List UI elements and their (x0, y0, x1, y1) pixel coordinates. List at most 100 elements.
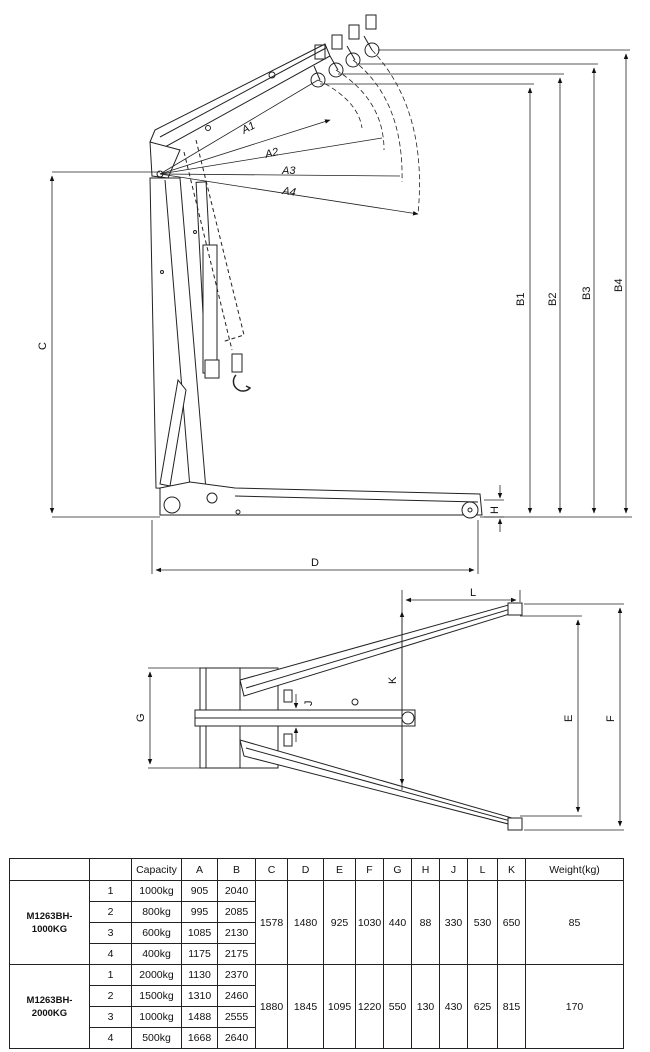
spec-table: Capacity A B C D E F G H J L K Weight(kg… (9, 858, 624, 1049)
boom (149, 43, 331, 148)
model-name-line: 1000KG (31, 923, 68, 935)
a-cell: 905 (181, 880, 218, 902)
a-cell: 1085 (181, 922, 218, 944)
label-f: F (605, 715, 617, 722)
l-cell: 625 (467, 964, 498, 1049)
label-l: L (470, 587, 476, 599)
header-k: K (497, 858, 526, 881)
label-b3: B3 (581, 287, 593, 300)
f-cell: 1030 (355, 880, 384, 965)
boom-tip-hooks (310, 14, 380, 88)
hook-icon (328, 62, 344, 78)
side-view (49, 14, 632, 574)
a-cell: 1130 (181, 964, 218, 986)
h-cell: 130 (411, 964, 440, 1049)
header-d: D (287, 858, 324, 881)
header-cell (9, 858, 90, 881)
crane-drawing: A1 A2 A3 A4 B1 B2 B3 B4 C D H (37, 14, 632, 831)
weight-cell: 170 (525, 964, 624, 1049)
e-cell: 925 (323, 880, 356, 965)
e-cell: 1095 (323, 964, 356, 1049)
reach-rays (159, 79, 419, 216)
j-cell: 330 (439, 880, 468, 965)
model-name: M1263BH-2000KG (9, 964, 90, 1049)
label-b1: B1 (515, 293, 527, 306)
label-b2: B2 (547, 293, 559, 306)
header-h: H (411, 858, 440, 881)
table-row: 3 600kg 1085 2130 (10, 922, 624, 944)
g-cell: 440 (383, 880, 412, 965)
model-name-line: M1263BH- (26, 910, 73, 922)
plan-view (147, 590, 624, 831)
model-name: M1263BH-1000KG (9, 880, 90, 965)
table-row: 4 500kg 1668 2640 (10, 1027, 624, 1049)
d-cell: 1480 (287, 880, 324, 965)
c-cell: 1880 (255, 964, 288, 1049)
table-row: M1263BH-2000KG 1 2000kg 1130 2370 1880 1… (9, 964, 624, 1049)
position-cell: 4 (89, 943, 132, 965)
weight-cell: 85 (525, 880, 624, 965)
header-cell (89, 858, 132, 881)
capacity-cell: 1000kg (131, 1006, 182, 1028)
hook-icon (345, 52, 361, 68)
header-b: B (217, 858, 256, 881)
label-e: E (563, 715, 575, 722)
label-h: H (489, 506, 501, 514)
label-d: D (311, 557, 319, 569)
b-cell: 2370 (217, 964, 256, 986)
label-a1: A1 (239, 120, 257, 137)
a-cell: 1175 (181, 943, 218, 965)
position-cell: 2 (89, 985, 132, 1007)
d-cell: 1845 (287, 964, 324, 1049)
header-a: A (181, 858, 218, 881)
capacity-cell: 500kg (131, 1027, 182, 1049)
label-a4: A4 (281, 185, 297, 199)
hook-icon (310, 72, 326, 88)
c-cell: 1578 (255, 880, 288, 965)
f-cell: 1220 (355, 964, 384, 1049)
capacity-cell: 800kg (131, 901, 182, 923)
k-cell: 650 (497, 880, 526, 965)
b-cell: 2175 (217, 943, 256, 965)
position-cell: 1 (89, 880, 132, 902)
header-capacity: Capacity (131, 858, 182, 881)
header-weight: Weight(kg) (525, 858, 624, 881)
b-cell: 2040 (217, 880, 256, 902)
label-j: J (303, 701, 315, 707)
position-cell: 1 (89, 964, 132, 986)
a-cell: 1310 (181, 985, 218, 1007)
b-cell: 2555 (217, 1006, 256, 1028)
table-row: M1263BH-1000KG 1 1000kg 905 2040 1578 14… (9, 880, 624, 965)
position-cell: 3 (89, 1006, 132, 1028)
a-cell: 995 (181, 901, 218, 923)
upper-leg (239, 603, 517, 697)
a-cell: 1668 (181, 1027, 218, 1049)
label-a2: A2 (263, 146, 280, 161)
b-cell: 2460 (217, 985, 256, 1007)
b-cell: 2085 (217, 901, 256, 923)
j-cell: 430 (439, 964, 468, 1049)
header-l: L (467, 858, 498, 881)
capacity-cell: 2000kg (131, 964, 182, 986)
label-g: G (135, 713, 147, 722)
model-name-line: 2000KG (31, 1007, 68, 1019)
capacity-cell: 400kg (131, 943, 182, 965)
h-cell: 88 (411, 880, 440, 965)
header-c: C (255, 858, 288, 881)
position-cell: 3 (89, 922, 132, 944)
label-k: K (387, 676, 399, 684)
position-cell: 2 (89, 901, 132, 923)
header-j: J (439, 858, 468, 881)
k-cell: 815 (497, 964, 526, 1049)
g-cell: 550 (383, 964, 412, 1049)
l-cell: 530 (467, 880, 498, 965)
capacity-cell: 1500kg (131, 985, 182, 1007)
swing-arcs (317, 49, 420, 215)
header-f: F (355, 858, 384, 881)
b-cell: 2130 (217, 922, 256, 944)
table-header-row: Capacity A B C D E F G H J L K Weight(kg… (9, 858, 624, 881)
a-cell: 1488 (181, 1006, 218, 1028)
header-g: G (383, 858, 412, 881)
label-c: C (37, 342, 49, 350)
label-a3: A3 (281, 165, 296, 177)
